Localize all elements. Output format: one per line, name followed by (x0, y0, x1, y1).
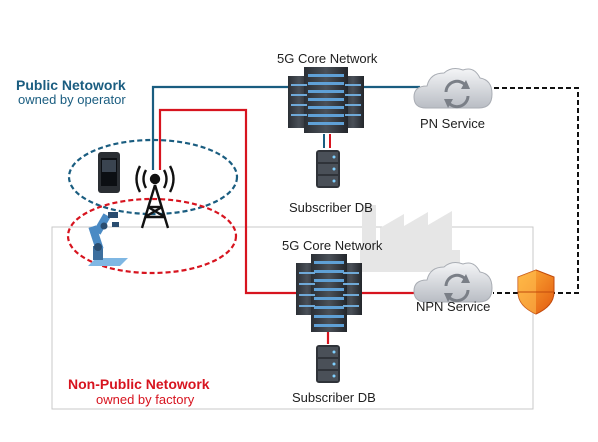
security-shield-icon (517, 269, 555, 315)
npn-links (158, 108, 420, 344)
npn-db-label: Subscriber DB (292, 390, 376, 405)
service-dashed-link (493, 87, 579, 294)
public-db-label: Subscriber DB (289, 200, 373, 215)
public-core-server-icon (288, 67, 364, 133)
pn-service-label: PN Service (420, 116, 486, 131)
robot-arm-icon (88, 212, 128, 266)
public-network-title: Public Netowork (16, 77, 126, 93)
public-coverage-ellipse (67, 138, 239, 216)
npn-core-server-icon (296, 254, 362, 332)
npn-coverage-ellipse (66, 197, 238, 275)
smartphone-icon (98, 152, 120, 193)
public-database-icon (316, 150, 340, 188)
npn-database-icon (316, 345, 340, 383)
npn-network-title: Non-Public Netowork (68, 376, 210, 392)
public-network-subtitle: owned by operator (18, 92, 126, 107)
pn-cloud-sync-icon (413, 68, 493, 109)
npn-cloud-sync-icon (413, 262, 493, 303)
factory-boundary (51, 226, 534, 410)
public-core-label: 5G Core Network (277, 51, 378, 66)
npn-core-label: 5G Core Network (282, 238, 383, 253)
cell-tower-icon (135, 165, 175, 229)
public-core-db-link (323, 134, 331, 148)
npn-network-subtitle: owned by factory (96, 392, 195, 407)
npn-service-label: NPN Service (416, 299, 491, 314)
public-network-links (151, 85, 420, 170)
factory-icon (360, 205, 460, 272)
